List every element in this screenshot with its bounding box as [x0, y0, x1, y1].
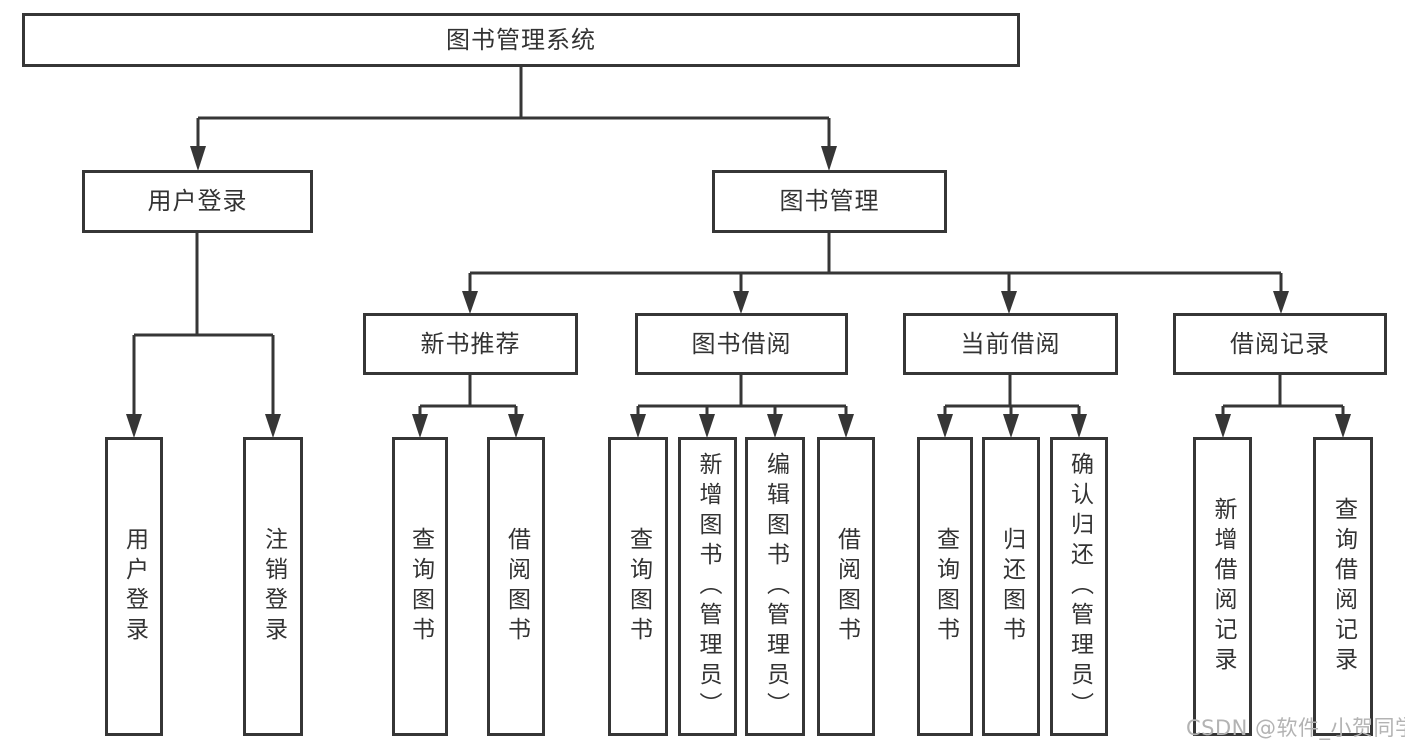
node-label: 新增借阅记录 — [1210, 496, 1236, 677]
leaf-borrow-books-recommend: 借阅图书 — [487, 437, 545, 736]
arrow-down-icon — [508, 414, 524, 438]
arrow-down-icon — [1071, 414, 1087, 438]
node-label: 借阅记录 — [1230, 329, 1330, 358]
leaf-add-book-admin: 新增图书（管理员） — [678, 437, 737, 736]
arrow-down-icon — [412, 414, 428, 438]
node-label: 注销登录 — [260, 526, 287, 647]
arrow-down-icon — [767, 414, 783, 438]
node-label: 当前借阅 — [960, 329, 1061, 358]
leaf-return-books: 归还图书 — [982, 437, 1040, 736]
node-label: 确认归还（管理员） — [1066, 451, 1093, 722]
arrow-down-icon — [699, 414, 715, 438]
arrow-down-icon — [630, 414, 646, 438]
leaf-add-borrow-record: 新增借阅记录 — [1193, 437, 1252, 736]
connector-lines — [132, 67, 1345, 419]
node-borrowing-records: 借阅记录 — [1173, 313, 1387, 375]
leaf-query-books-borrowing: 查询图书 — [608, 437, 668, 736]
node-label: 查询图书 — [932, 526, 959, 647]
arrow-down-icon — [190, 146, 206, 171]
csdn-watermark: CSDN @软件_小贺同学 — [1186, 716, 1405, 740]
arrowheads — [126, 146, 1351, 438]
arrow-down-icon — [1215, 414, 1231, 438]
node-label: 编辑图书（管理员） — [762, 451, 789, 722]
node-library-management-system: 图书管理系统 — [22, 13, 1020, 67]
leaf-query-borrow-record: 查询借阅记录 — [1313, 437, 1373, 736]
arrow-down-icon — [733, 291, 749, 314]
arrow-down-icon — [126, 414, 142, 438]
arrow-down-icon — [1003, 414, 1019, 438]
arrow-down-icon — [1001, 291, 1017, 314]
node-book-borrowing: 图书借阅 — [635, 313, 848, 375]
node-label: 查询图书 — [625, 526, 652, 647]
leaf-user-login: 用户登录 — [105, 437, 163, 736]
node-label: 用户登录 — [121, 526, 148, 647]
arrow-down-icon — [821, 146, 837, 171]
node-label: 图书借阅 — [691, 329, 792, 358]
node-label: 新增图书（管理员） — [695, 451, 721, 722]
leaf-confirm-return-admin: 确认归还（管理员） — [1050, 437, 1108, 736]
arrow-down-icon — [265, 414, 281, 438]
node-user-login: 用户登录 — [82, 170, 313, 233]
node-label: 查询借阅记录 — [1330, 496, 1357, 677]
node-book-management: 图书管理 — [712, 170, 947, 233]
leaf-borrow-books-borrowing: 借阅图书 — [817, 437, 875, 736]
leaf-query-books-recommend: 查询图书 — [392, 437, 448, 736]
node-label: 用户登录 — [147, 187, 248, 216]
node-current-borrowing: 当前借阅 — [903, 313, 1118, 375]
leaf-logout: 注销登录 — [243, 437, 303, 736]
node-label: 归还图书 — [998, 526, 1025, 647]
node-label: 借阅图书 — [503, 526, 530, 647]
node-new-book-recommendation: 新书推荐 — [363, 313, 578, 375]
arrow-down-icon — [937, 414, 953, 438]
node-label: 借阅图书 — [833, 526, 860, 647]
node-label: 新书推荐 — [420, 329, 521, 358]
node-label: 查询图书 — [407, 526, 434, 647]
leaf-edit-book-admin: 编辑图书（管理员） — [745, 437, 805, 736]
arrow-down-icon — [1273, 291, 1289, 314]
arrow-down-icon — [1335, 414, 1351, 438]
arrow-down-icon — [838, 414, 854, 438]
arrow-down-icon — [462, 291, 478, 314]
node-label: 图书管理 — [779, 187, 880, 216]
node-label: 图书管理系统 — [446, 25, 596, 54]
leaf-query-books-current: 查询图书 — [917, 437, 973, 736]
